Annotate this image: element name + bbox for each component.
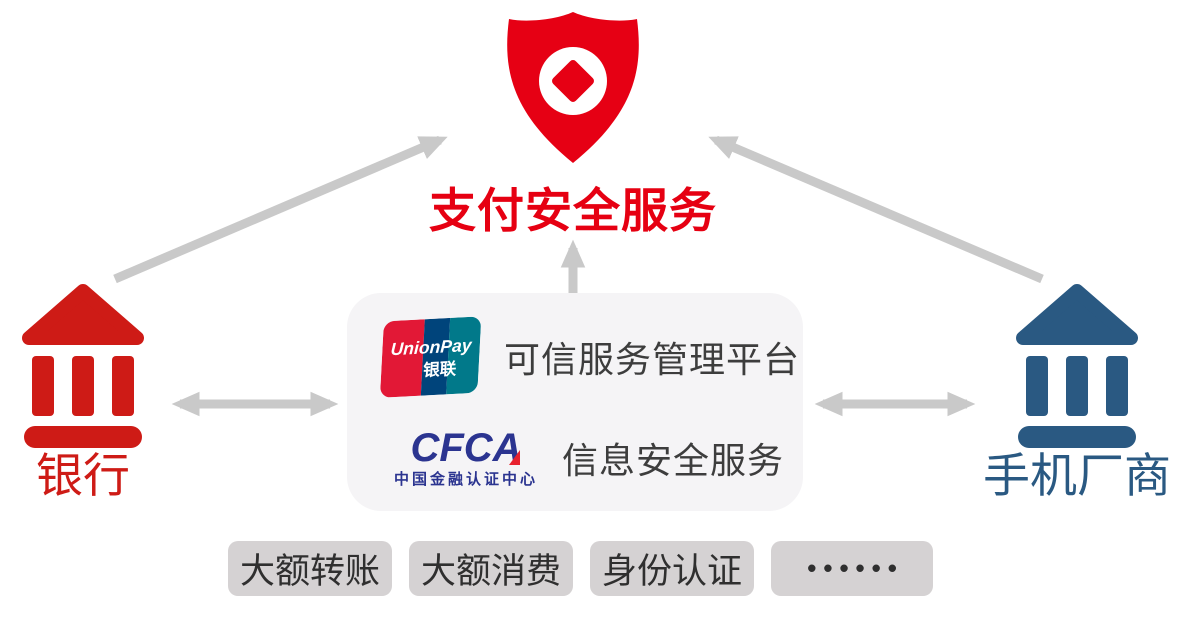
svg-text:UnionPay: UnionPay xyxy=(390,335,473,359)
tag-large-consumption: 大额消费 xyxy=(409,541,574,596)
tag-ellipsis: •••••• xyxy=(771,541,934,596)
cfca-red-triangle-icon xyxy=(508,450,520,465)
unionpay-row: UnionPay 银联 可信服务管理平台 xyxy=(372,316,800,398)
cfca-logo-icon: CFCA 中国金融认证中心 xyxy=(386,428,546,487)
cfca-wordmark: CFCA xyxy=(410,426,522,470)
capability-tags-row: 大额转账 大额消费 身份认证 •••••• xyxy=(228,541,934,596)
info-security-service-label: 信息安全服务 xyxy=(562,439,785,481)
arrow-bank-to-shield xyxy=(113,135,448,284)
tag-identity-authentication: 身份认证 xyxy=(590,541,755,596)
node-phone-vendor: 手机厂商 xyxy=(982,282,1172,502)
platform-box: UnionPay 银联 可信服务管理平台 CFCA 中国金融认证中心 信息安全服… xyxy=(347,293,803,511)
bank-building-icon xyxy=(1016,284,1138,448)
tsm-platform-label: 可信服务管理平台 xyxy=(504,339,801,380)
phone-vendor-label: 手机厂商 xyxy=(983,449,1171,502)
svg-text:银联: 银联 xyxy=(423,358,458,380)
unionpay-logo-icon: UnionPay 银联 xyxy=(379,316,482,398)
cfca-row: CFCA 中国金融认证中心 信息安全服务 xyxy=(386,428,784,487)
tag-large-transfer: 大额转账 xyxy=(228,541,393,596)
bank-label: 银行 xyxy=(36,449,130,502)
cfca-subtitle: 中国金融认证中心 xyxy=(393,471,538,488)
payment-security-shield-icon xyxy=(500,8,646,166)
node-bank: 银行 xyxy=(18,282,148,502)
diagram-title: 支付安全服务 xyxy=(429,184,717,237)
arrow-vendor-to-shield xyxy=(708,135,1044,284)
bank-building-icon xyxy=(22,284,144,448)
